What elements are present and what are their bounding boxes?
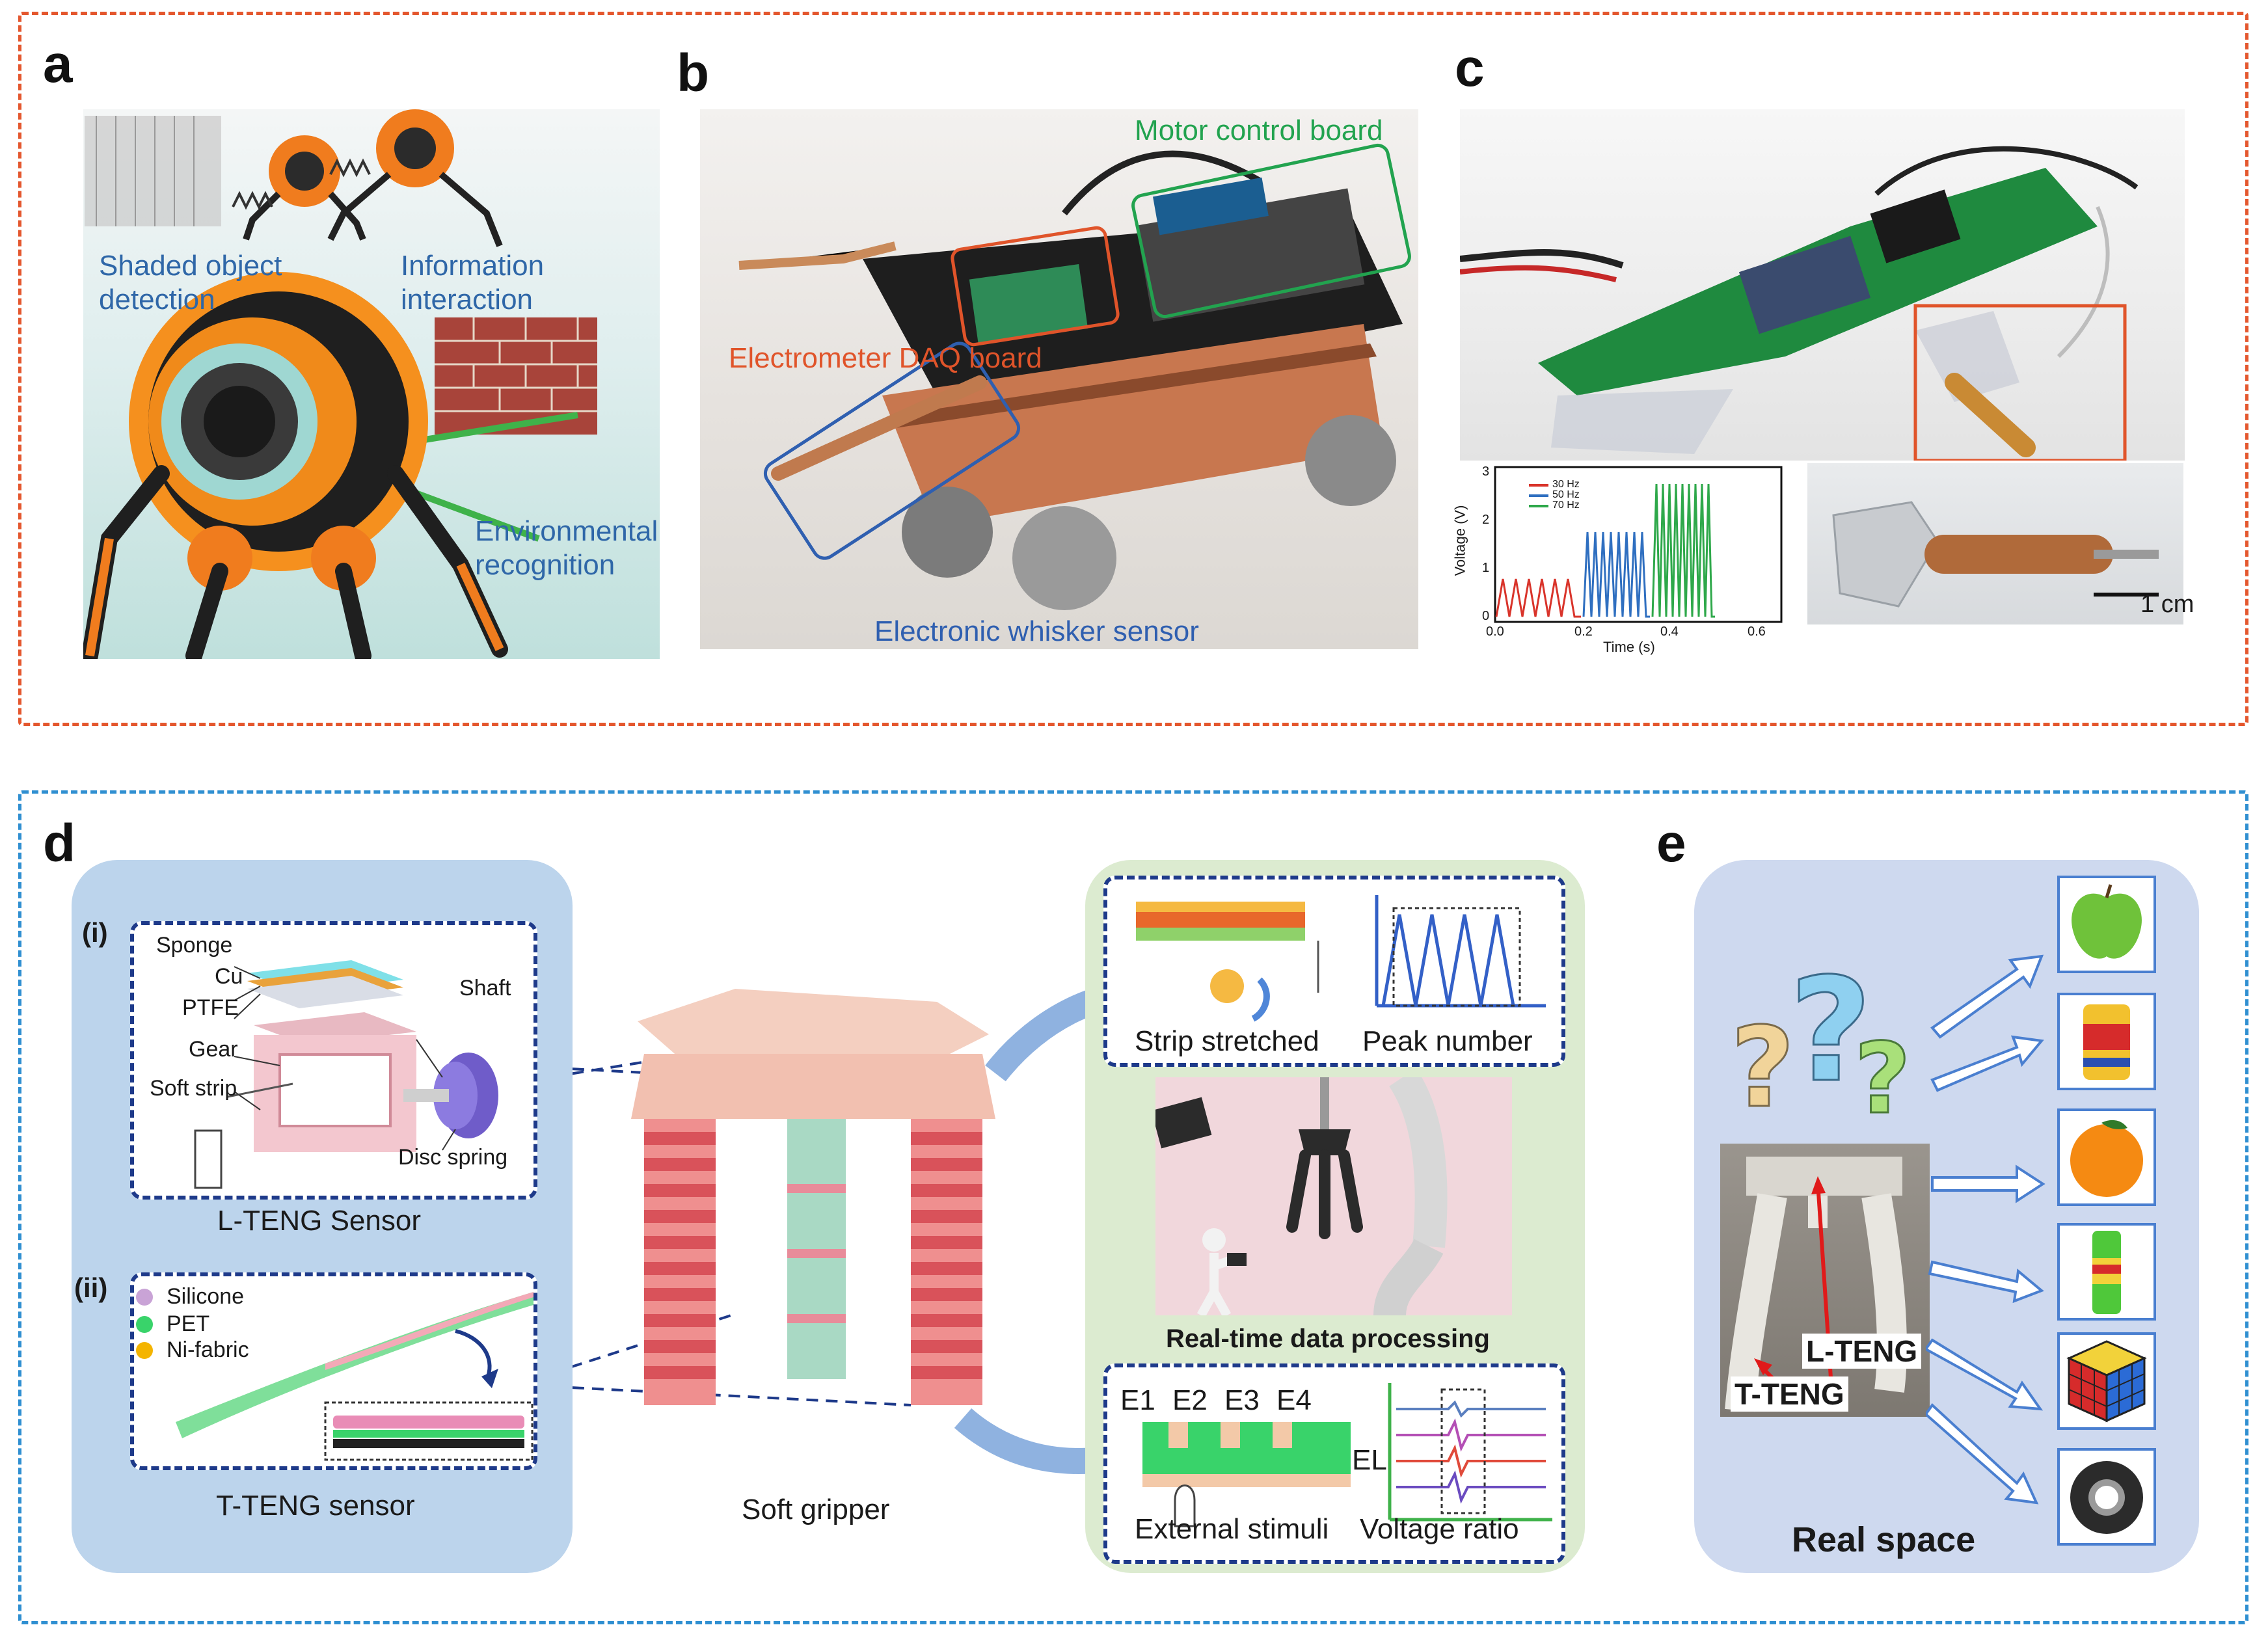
svg-text:?: ? — [1731, 1004, 1795, 1133]
whisker-closeup-photo — [1832, 501, 2159, 608]
panel-d-ii-tag: (ii) — [74, 1272, 108, 1303]
label-realtime-processing: Real-time data processing — [1166, 1324, 1490, 1353]
plot-ylabel: Voltage (V) — [1451, 505, 1468, 576]
voltage-plot-svg — [1494, 466, 1783, 623]
ytick-1: 1 — [1482, 561, 1490, 575]
scale-bar-label: 1 cm — [2140, 591, 2194, 618]
legend-30hz: 30 Hz — [1552, 479, 1580, 490]
plot-xlabel: Time (s) — [1603, 639, 1655, 655]
ytick-0: 0 — [1482, 609, 1490, 623]
label-strip-stretched: Strip stretched — [1135, 1025, 1319, 1057]
l-teng-structure-diagram — [194, 960, 498, 1189]
panel-b-highlight-boxes — [763, 143, 1411, 560]
label-sponge: Sponge — [156, 933, 233, 958]
tape-icon — [2070, 1461, 2143, 1534]
label-motor-control-board: Motor control board — [1135, 114, 1383, 146]
panel-letter-e: e — [1656, 814, 1686, 873]
label-peak-number: Peak number — [1362, 1025, 1533, 1057]
series-50hz — [1582, 531, 1650, 618]
question-marks-icon: ? ? ? — [1730, 963, 1912, 1137]
label-electronic-whisker-sensor: Electronic whisker sensor — [874, 615, 1199, 647]
t-teng-structure-diagram — [136, 1289, 533, 1461]
panel-letter-b: b — [677, 44, 710, 103]
electrode-voltage-diagram — [1142, 1383, 1552, 1527]
label-electrode-el: EL — [1352, 1444, 1387, 1476]
object-box-apple — [2057, 876, 2156, 973]
label-soft-strip: Soft strip — [150, 1076, 237, 1101]
panel-letter-a: a — [43, 34, 73, 94]
legend-70hz: 70 Hz — [1552, 500, 1580, 511]
label-external-stimuli: External stimuli — [1135, 1513, 1329, 1545]
xtick-1: 0.2 — [1574, 624, 1593, 639]
label-soft-gripper: Soft gripper — [742, 1494, 890, 1525]
frame-top — [18, 12, 2248, 726]
soft-gripper-diagram — [573, 987, 1093, 1474]
legend-ni-fabric: Ni-fabric — [167, 1337, 249, 1362]
apple-icon — [2072, 884, 2142, 959]
whisker-robot-photo — [738, 150, 1403, 610]
legend-pet: PET — [167, 1311, 210, 1336]
real-gripper-photo — [1720, 1144, 1930, 1417]
frame-bottom — [18, 790, 2248, 1624]
object-box-orange — [2057, 1108, 2156, 1206]
label-electrode-e4: E4 — [1276, 1384, 1312, 1416]
object-box-cube — [2057, 1332, 2156, 1430]
label-shaded-object-2: detection — [99, 284, 215, 316]
label-electrode-e3: E3 — [1224, 1384, 1260, 1416]
label-t-teng-sensor: T-TENG sensor — [216, 1490, 415, 1522]
can-icon — [2083, 1004, 2130, 1080]
label-information-1: Information — [401, 250, 545, 282]
label-electrometer-daq-board: Electrometer DAQ board — [729, 342, 1042, 374]
xtick-0: 0.0 — [1486, 624, 1504, 639]
series-70hz — [1651, 483, 1715, 618]
label-environmental-1: Environmental — [475, 515, 658, 547]
classification-arrows — [1926, 954, 2045, 1505]
legend-50hz: 50 Hz — [1552, 489, 1580, 500]
panel-c-photo — [1460, 109, 2185, 461]
svg-text:?: ? — [1854, 1023, 1911, 1136]
realtime-processing-illustration — [1155, 1077, 1512, 1315]
panel-d-i-tag: (i) — [82, 917, 108, 948]
ytick-3: 3 — [1482, 464, 1490, 479]
label-electrode-e2: E2 — [1172, 1384, 1208, 1416]
sensor-board-photo — [1460, 146, 2139, 457]
svg-text:?: ? — [1789, 963, 1872, 1114]
spider-robot-illustration — [83, 109, 597, 659]
series-30hz — [1495, 578, 1581, 618]
panel-letter-c: c — [1455, 38, 1485, 98]
label-voltage-ratio: Voltage ratio — [1360, 1513, 1519, 1545]
label-disc-spring: Disc spring — [398, 1145, 508, 1170]
ytick-2: 2 — [1482, 513, 1490, 527]
label-shaded-object-1: Shaded object — [99, 250, 282, 282]
label-information-2: interaction — [401, 284, 533, 316]
strip-peak-diagram — [1136, 895, 1546, 1022]
cube-icon — [2066, 1340, 2147, 1423]
panel-c-highlight-box — [1913, 304, 2127, 461]
label-shaft: Shaft — [459, 976, 511, 1000]
panel-c-inset-photo — [1807, 463, 2183, 624]
object-box-can — [2057, 993, 2156, 1090]
panel-letter-d: d — [43, 814, 76, 873]
label-cu: Cu — [215, 964, 243, 989]
label-t-teng: T-TENG — [1731, 1376, 1848, 1412]
object-box-tape — [2057, 1448, 2156, 1546]
label-ptfe: PTFE — [182, 995, 239, 1020]
label-environmental-2: recognition — [475, 549, 615, 581]
panel-c-voltage-plot: 30 Hz 50 Hz 70 Hz 0 1 2 3 0.0 0.2 0.4 0.… — [1451, 461, 1792, 656]
label-l-teng: L-TENG — [1802, 1334, 1922, 1369]
xtick-2: 0.4 — [1660, 624, 1679, 639]
object-box-bottle — [2057, 1223, 2156, 1321]
label-gear: Gear — [189, 1037, 238, 1062]
label-l-teng-sensor: L-TENG Sensor — [217, 1205, 421, 1237]
panel-b-photo — [700, 109, 1418, 649]
label-real-space: Real space — [1792, 1520, 1976, 1559]
orange-icon — [2070, 1120, 2143, 1197]
panel-a-illustration — [83, 109, 660, 659]
bottle-icon — [2092, 1231, 2121, 1314]
robot-arm-scene — [1155, 1077, 1448, 1315]
label-electrode-e1: E1 — [1120, 1384, 1155, 1416]
legend-silicone: Silicone — [167, 1284, 245, 1309]
xtick-3: 0.6 — [1748, 624, 1766, 639]
real-gripper-image — [1725, 1157, 1907, 1412]
